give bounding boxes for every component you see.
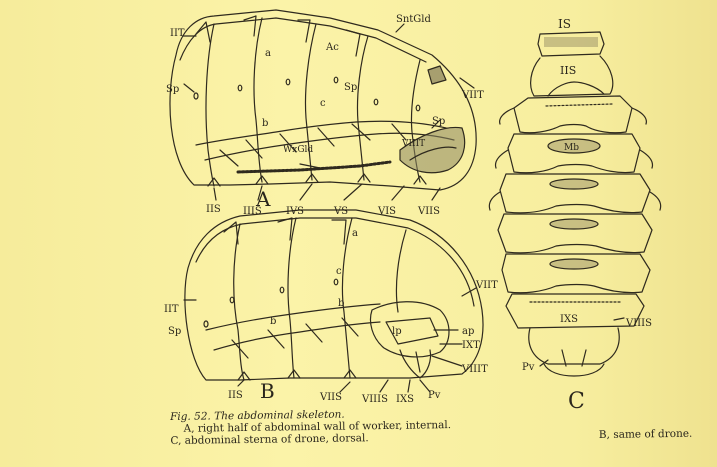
label-b-viiit: VIIIT bbox=[461, 364, 488, 375]
label-b-viis: VIIS bbox=[319, 392, 342, 403]
panel-b-drawing bbox=[184, 210, 483, 392]
label-b-sp: Sp bbox=[168, 326, 181, 337]
label-b-ixt: IXT bbox=[462, 340, 480, 351]
label-sp-left: Sp bbox=[166, 84, 179, 95]
label-iis: IIS bbox=[206, 204, 221, 215]
label-vs: VS bbox=[333, 206, 348, 217]
label-c: c bbox=[320, 98, 326, 109]
panel-label-b: B bbox=[260, 379, 275, 403]
label-ivs: IVS bbox=[286, 206, 304, 217]
panel-label-a: A bbox=[255, 187, 271, 211]
label-c-viiis: VIIIS bbox=[625, 318, 652, 329]
caption-figure-number: Fig. 52. bbox=[170, 410, 211, 423]
label-c-ixs: IXS bbox=[560, 314, 578, 325]
label-viiit: VIIIT bbox=[401, 139, 425, 149]
label-ac: Ac bbox=[325, 42, 339, 53]
label-iit: IIT bbox=[170, 28, 185, 39]
label-b-ixs: IXS bbox=[396, 394, 414, 405]
label-b-viit: VIIT bbox=[475, 280, 498, 291]
label-c-pv: Pv bbox=[522, 362, 535, 373]
label-sp-mid: Sp bbox=[344, 82, 357, 93]
label-viis: VIIS bbox=[417, 206, 440, 217]
figure-caption: Fig. 52. The abdominal skeleton. A, righ… bbox=[170, 403, 710, 447]
panel-a-labels: IIT Sp a Ac Sp c b SntGld VIIT Sp VIIIT … bbox=[166, 14, 484, 217]
label-sp-right: Sp bbox=[432, 116, 445, 127]
label-c-mb: Mb bbox=[564, 143, 579, 153]
label-wxgld: WxGld bbox=[283, 145, 313, 155]
label-vis: VIS bbox=[377, 206, 396, 217]
label-c-iis: IIS bbox=[560, 64, 576, 77]
label-b-a: a bbox=[352, 228, 358, 239]
label-b-iit: IIT bbox=[164, 304, 179, 315]
label-viit: VIIT bbox=[461, 90, 484, 101]
label-a: a bbox=[265, 48, 271, 59]
panel-c-labels: IS IIS Mb IXS VIIIS Pv bbox=[522, 17, 652, 373]
label-b-ap: ap bbox=[462, 326, 474, 337]
label-b-b: b bbox=[338, 298, 344, 309]
label-sntgld: SntGld bbox=[396, 14, 431, 25]
label-b-viiis: VIIIS bbox=[361, 394, 388, 405]
label-b-iis: IIS bbox=[228, 390, 243, 401]
caption-drone-text: B, same of drone. bbox=[599, 428, 693, 441]
label-b: b bbox=[262, 118, 268, 129]
label-c-is: IS bbox=[558, 17, 571, 31]
label-b-b2: b bbox=[270, 316, 276, 327]
label-b-lp: lp bbox=[392, 326, 402, 337]
label-b-pv: Pv bbox=[428, 390, 441, 401]
label-b-c: c bbox=[336, 266, 342, 277]
